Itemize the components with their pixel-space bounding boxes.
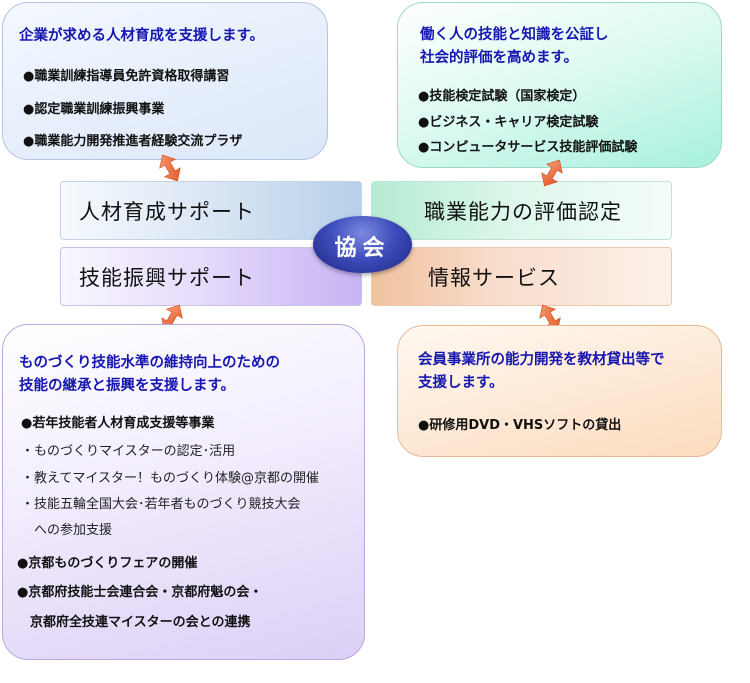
double-arrow-icon (541, 159, 563, 187)
association-hub: 協会 (313, 216, 412, 273)
evaluation-bar[interactable]: 職業能力の評価認定 (371, 181, 672, 240)
heading-line: 社会的評価を高めます。 (420, 50, 579, 66)
hr-support-heading: 企業が求める人材育成を支援します。 (19, 28, 265, 44)
info-service-bar[interactable]: 情報サービス (371, 247, 672, 306)
hr-support-box: 企業が求める人材育成を支援します。 ●職業訓練指導員免許資格取得講習 ●認定職業… (2, 2, 328, 160)
heading-line: 技能の継承と振興を支援します。 (19, 378, 236, 394)
list-item: ●職業訓練指導員免許資格取得講習 (23, 69, 230, 84)
list-item: ●ビジネス・キャリア検定試験 (418, 115, 599, 130)
list-item: ●コンピュータサービス技能評価試験 (418, 140, 638, 155)
sub-item: ・技能五輪全国大会･若年者ものづくり競技大会 (21, 497, 301, 512)
list-item: ●研修用DVD・VHSソフトの貸出 (418, 418, 622, 433)
info-service-label: 情報サービス (428, 266, 560, 290)
heading-line: ものづくり技能水準の維持向上のための (19, 355, 280, 371)
sub-item: ・ものづくりマイスターの認定･活用 (21, 444, 236, 459)
skill-promotion-label: 技能振興サポート (79, 266, 255, 290)
sub-item: への参加支援 (21, 523, 113, 538)
hr-support-bar[interactable]: 人材育成サポート (60, 181, 362, 240)
evaluation-label: 職業能力の評価認定 (424, 200, 622, 224)
double-arrow-icon (159, 154, 181, 182)
skill-promotion-box: ものづくり技能水準の維持向上のための 技能の継承と振興を支援します。 ●若年技能… (2, 324, 365, 660)
evaluation-box: 働く人の技能と知識を公証し 社会的評価を高めます。 ●技能検定試験（国家検定） … (397, 2, 722, 168)
sub-item: ・教えてマイスター！ものづくり体験@京都の開催 (21, 471, 319, 486)
heading-line: 会員事業所の能力開発を教材貸出等で (418, 352, 665, 368)
skill-promotion-bar[interactable]: 技能振興サポート (60, 247, 362, 306)
list-item: ●京都府技能士会連合会・京都府魁の会・ (17, 585, 263, 600)
info-service-heading: 会員事業所の能力開発を教材貸出等で 支援します。 (418, 349, 665, 395)
hub-label: 協会 (334, 236, 391, 261)
heading-line: 働く人の技能と知識を公証し (420, 27, 609, 43)
list-item: ●認定職業訓練振興事業 (23, 102, 165, 117)
list-item: ●技能検定試験（国家検定） (418, 89, 586, 104)
list-item: ●若年技能者人材育成支援等事業 (21, 416, 215, 431)
heading-line: 支援します。 (418, 375, 504, 391)
list-item: ●京都ものづくりフェアの開催 (17, 556, 198, 571)
list-item: 京都府全技連マイスターの会との連携 (17, 615, 251, 630)
info-service-box: 会員事業所の能力開発を教材貸出等で 支援します。 ●研修用DVD・VHSソフトの… (397, 325, 722, 457)
hr-support-label: 人材育成サポート (79, 200, 255, 224)
evaluation-heading: 働く人の技能と知識を公証し 社会的評価を高めます。 (420, 24, 609, 70)
skill-promotion-heading: ものづくり技能水準の維持向上のための 技能の継承と振興を支援します。 (19, 352, 280, 398)
list-item: ●職業能力開発推進者経験交流プラザ (23, 134, 243, 149)
